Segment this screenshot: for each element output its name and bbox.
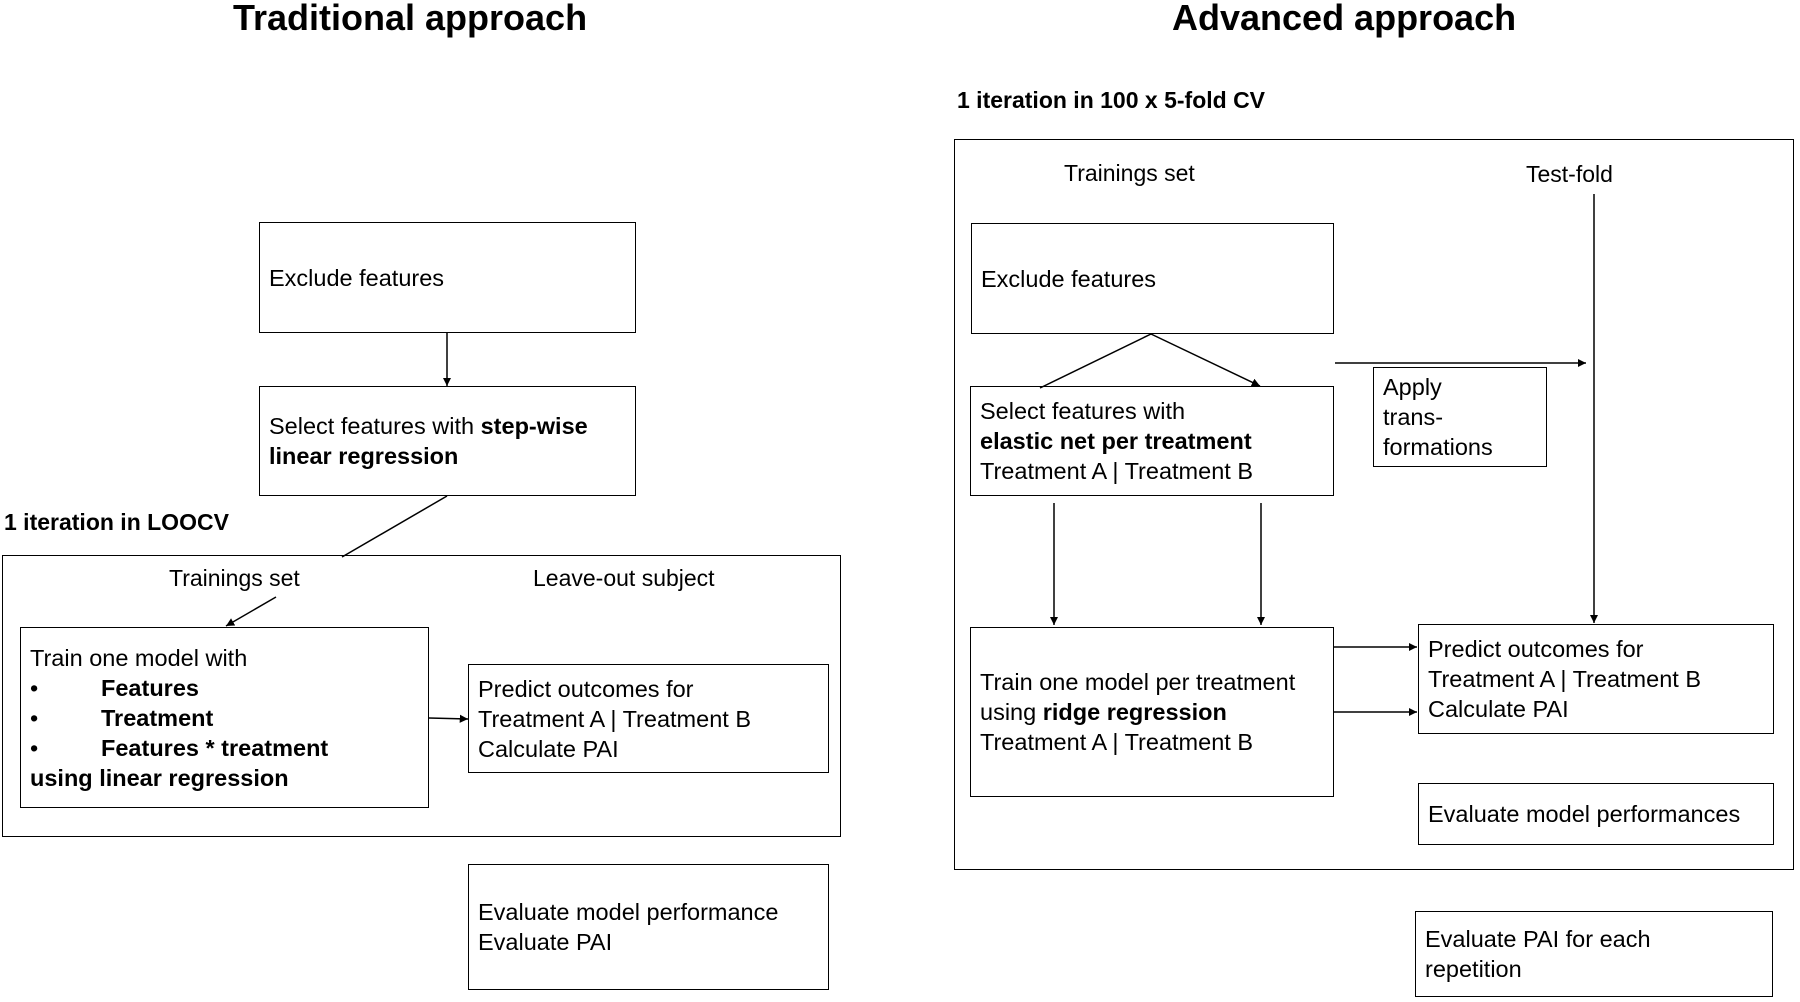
cv-label: 1 iteration in 100 x 5-fold CV xyxy=(957,87,1266,113)
evaluate-line: Evaluate model performance xyxy=(478,899,779,925)
stepwise-selection-box: Select features with step-wise linear re… xyxy=(259,386,636,496)
apply-line: formations xyxy=(1383,434,1493,460)
train-intro: Train one model with xyxy=(30,644,248,671)
adv-predict-line: Treatment A | Treatment B xyxy=(1428,666,1701,692)
adv-exclude-features-box: Exclude features xyxy=(971,223,1334,334)
evaluate-pai-line: repetition xyxy=(1425,956,1522,982)
elastic-net-selection-box: Select features with elastic net per tre… xyxy=(970,386,1334,496)
adv-predict-outcomes-box: Predict outcomes for Treatment A | Treat… xyxy=(1418,624,1774,734)
test-fold-label: Test-fold xyxy=(1526,161,1613,187)
loocv-container xyxy=(2,555,841,837)
evaluate-line: Evaluate PAI xyxy=(478,929,613,955)
bullet-item: •Features * treatment xyxy=(30,734,329,761)
select-bold-2: linear regression xyxy=(269,443,459,469)
adv-train-line2-prefix: using xyxy=(980,699,1043,725)
adv-predict-line: Predict outcomes for xyxy=(1428,636,1644,662)
traditional-title: Traditional approach xyxy=(233,0,588,38)
adv-predict-line: Calculate PAI xyxy=(1428,696,1569,722)
predict-line: Treatment A | Treatment B xyxy=(478,705,751,732)
train-bold-end: using linear regression xyxy=(30,764,289,791)
predict-line: Calculate PAI xyxy=(478,735,619,762)
adv-exclude-text: Exclude features xyxy=(981,265,1157,292)
evaluate-pai-box: Evaluate PAI for each repetition xyxy=(1415,911,1773,997)
trainings-set-label: Trainings set xyxy=(169,565,300,591)
adv-select-line3: Treatment A | Treatment B xyxy=(980,458,1253,484)
bullet-item: •Treatment xyxy=(30,704,214,731)
train-linear-model-box: Train one model with •Features •Treatmen… xyxy=(20,627,429,808)
evaluate-pai-line: Evaluate PAI for each xyxy=(1425,926,1651,952)
exclude-features-text: Exclude features xyxy=(269,264,445,291)
select-bold-1: step-wise xyxy=(480,413,588,439)
adv-trainings-set-label: Trainings set xyxy=(1064,160,1195,186)
predict-outcomes-box: Predict outcomes for Treatment A | Treat… xyxy=(468,664,829,773)
adv-train-line1: Train one model per treatment xyxy=(980,669,1296,695)
adv-train-line2-bold: ridge regression xyxy=(1042,699,1227,725)
adv-train-line3: Treatment A | Treatment B xyxy=(980,729,1253,755)
apply-line: Apply xyxy=(1383,374,1442,400)
evaluate-models-text: Evaluate model performances xyxy=(1428,801,1741,827)
exclude-features-box: Exclude features xyxy=(259,222,636,333)
cv-container xyxy=(954,139,1794,870)
adv-select-line1: Select features with xyxy=(980,398,1186,424)
bullet-item: •Features xyxy=(30,674,199,701)
ridge-train-box: Train one model per treatment using ridg… xyxy=(970,627,1334,797)
predict-line: Predict outcomes for xyxy=(478,675,694,702)
apply-transformations-box: Apply trans- formations xyxy=(1373,367,1547,467)
evaluate-model-performances-box: Evaluate model performances xyxy=(1418,783,1774,845)
adv-select-bold: elastic net per treatment xyxy=(980,428,1252,454)
advanced-title: Advanced approach xyxy=(1172,0,1517,38)
evaluate-box: Evaluate model performance Evaluate PAI xyxy=(468,864,829,990)
select-prefix: Select features with xyxy=(269,413,481,439)
leave-out-subject-label: Leave-out subject xyxy=(533,565,715,591)
line-select-to-loocv xyxy=(341,495,448,558)
apply-line: trans- xyxy=(1383,404,1444,430)
loocv-label: 1 iteration in LOOCV xyxy=(4,509,229,535)
